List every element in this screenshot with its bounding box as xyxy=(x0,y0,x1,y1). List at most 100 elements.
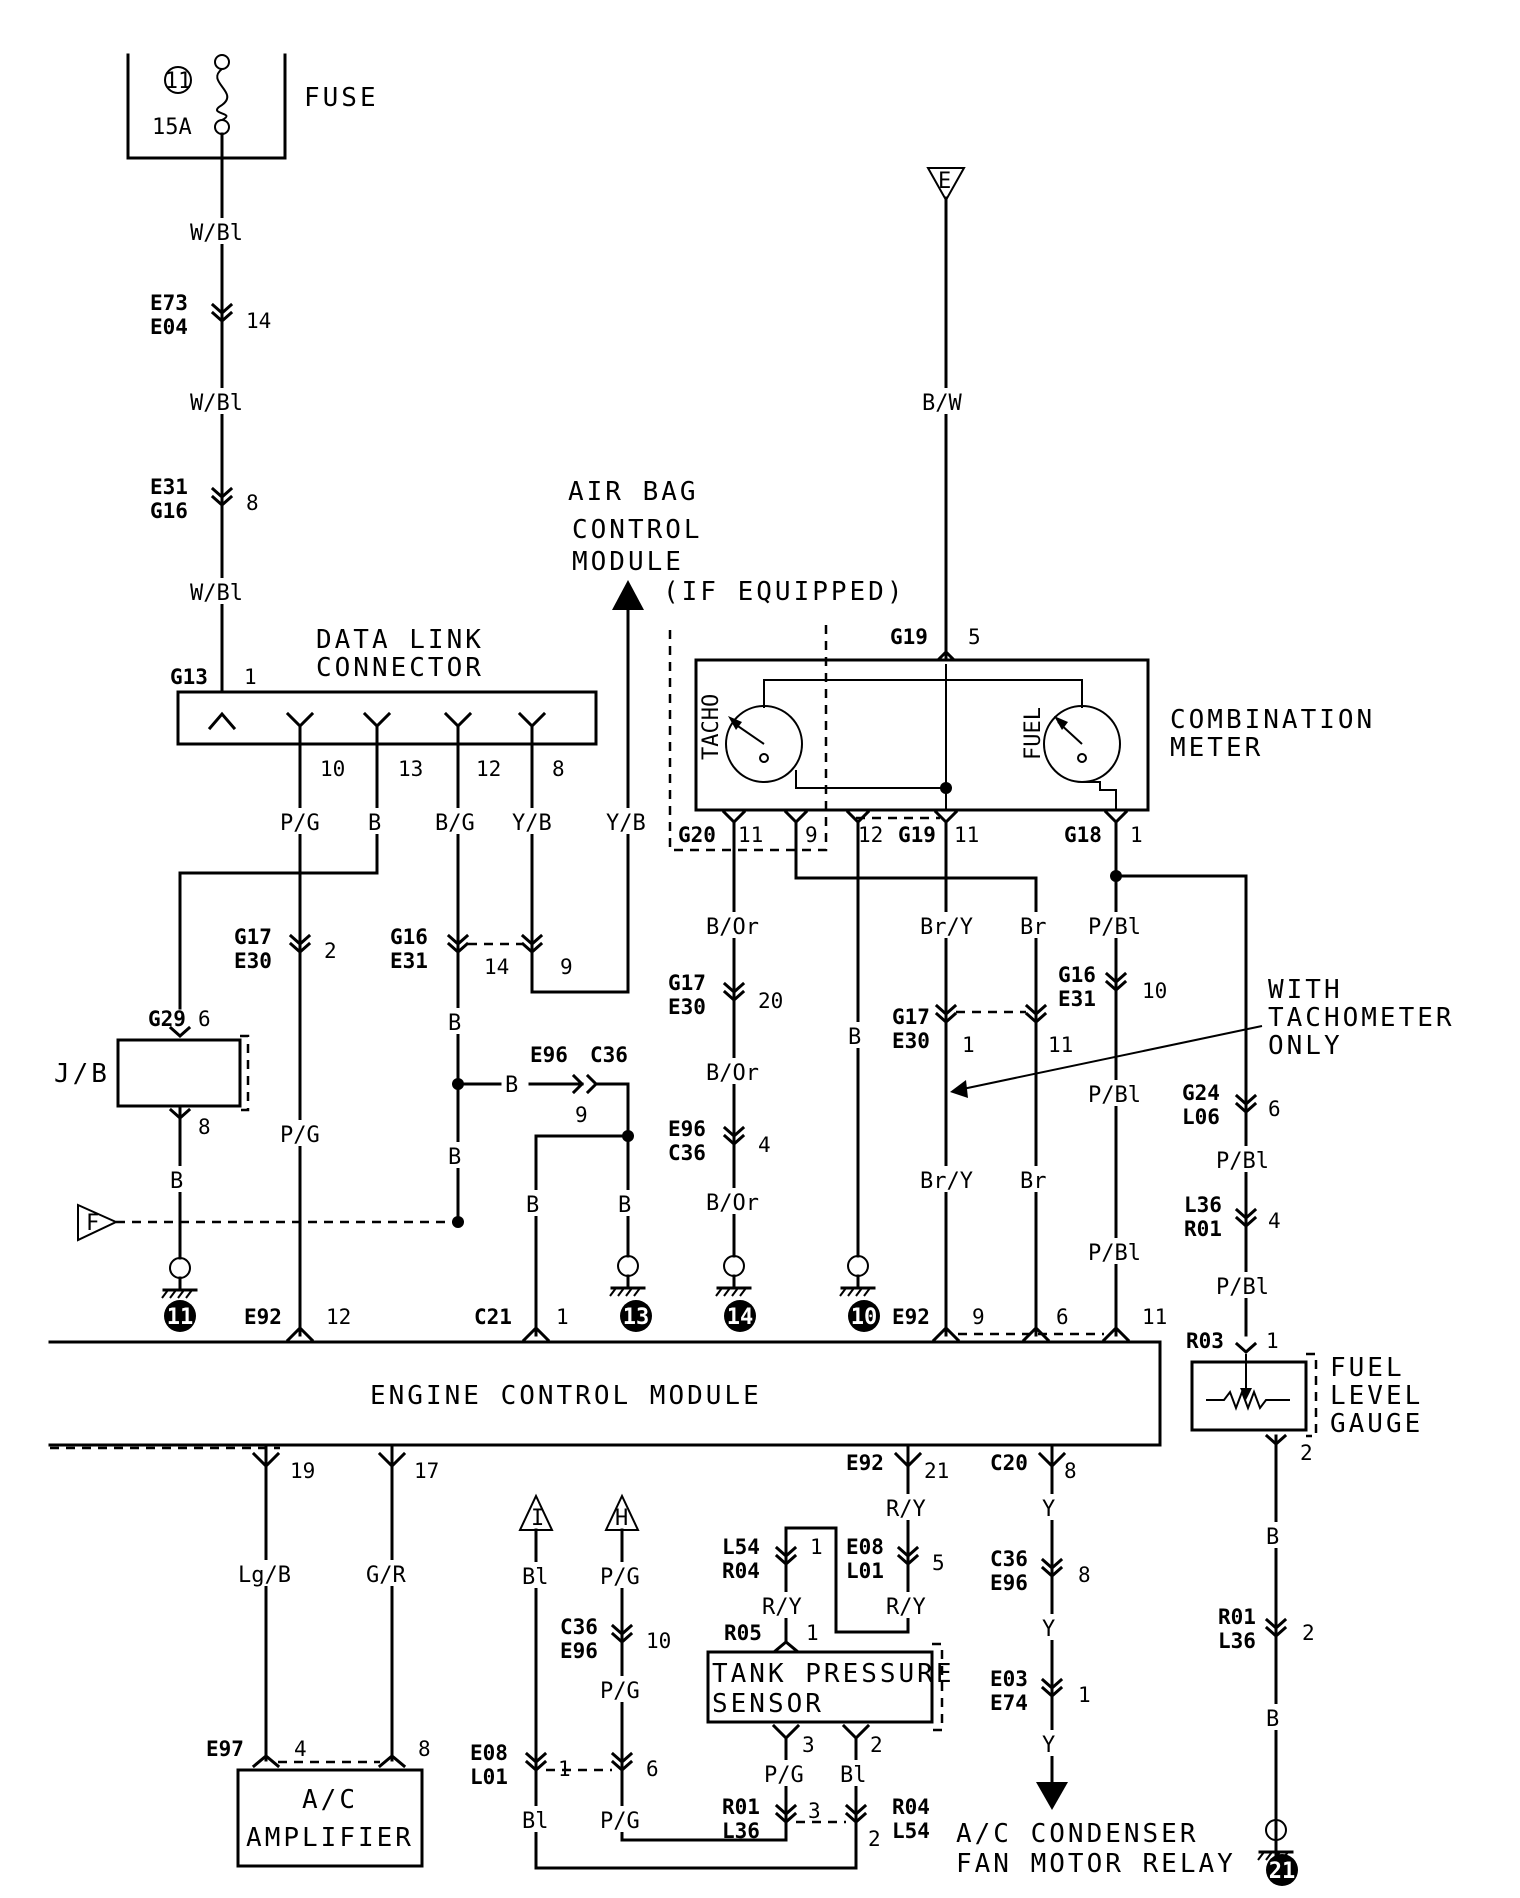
data-link-connector: DATA LINK CONNECTOR G13 1 10 13 12 8 xyxy=(170,625,598,781)
wire-label: B xyxy=(448,1145,461,1170)
wire-label: P/G xyxy=(280,1123,320,1148)
wire-label: B/Or xyxy=(706,1191,759,1216)
pin-number: 8 xyxy=(198,1115,211,1139)
pin-number: 10 xyxy=(646,1629,671,1653)
wire-label: Br xyxy=(1020,1169,1047,1194)
pin-number: 6 xyxy=(1268,1097,1281,1121)
pin-number: 12 xyxy=(858,823,883,847)
relay-label: FAN MOTOR RELAY xyxy=(956,1849,1236,1879)
pin-number: 8 xyxy=(1064,1459,1077,1483)
wire-label: Br xyxy=(1020,915,1047,940)
wire-label: Lg/B xyxy=(238,1563,291,1588)
wire-label: P/G xyxy=(600,1679,640,1704)
pin-number: 2 xyxy=(1302,1621,1315,1645)
offpage-label: F xyxy=(86,1211,99,1236)
connector-id: E04 xyxy=(150,315,188,339)
pin-number: 2 xyxy=(324,939,337,963)
connector-id: G24 xyxy=(1182,1081,1220,1105)
pin-number: 1 xyxy=(810,1535,823,1559)
wire-label: Bl xyxy=(522,1809,549,1834)
wire-label: B/G xyxy=(435,811,475,836)
pin-number: 1 xyxy=(556,1305,569,1329)
pin-number: 17 xyxy=(414,1459,439,1483)
connector-id: E96 xyxy=(560,1639,598,1663)
ac-amplifier: E97 4 8 A/C AMPLIFIER xyxy=(206,1737,431,1868)
connector-id: E31 xyxy=(390,949,428,973)
airbag-label: MODULE xyxy=(572,547,684,577)
pin-number: 8 xyxy=(418,1737,431,1761)
pin-number: 8 xyxy=(552,757,565,781)
connector-id: R04 xyxy=(722,1559,760,1583)
airbag-label: AIR BAG xyxy=(568,477,699,507)
wire-label: B xyxy=(505,1073,518,1098)
offpage-f-icon xyxy=(77,1203,119,1242)
connector-id: G16 xyxy=(390,925,428,949)
wire-label: W/Bl xyxy=(190,391,243,416)
ac-condenser-fan-motor-relay: A/C CONDENSER FAN MOTOR RELAY xyxy=(956,1819,1236,1879)
tach-note: WITH xyxy=(1268,975,1343,1005)
connector-id: E08 xyxy=(470,1741,508,1765)
wire-label: P/G xyxy=(600,1565,640,1590)
dlc-label: CONNECTOR xyxy=(316,653,484,683)
pin-number: 3 xyxy=(808,1799,821,1823)
wire-label: W/Bl xyxy=(190,581,243,606)
ground-number: 10 xyxy=(851,1305,878,1330)
connector-id: G20 xyxy=(678,823,716,847)
wire-label: Y xyxy=(1042,1733,1055,1758)
offpage-label: H xyxy=(615,1506,628,1531)
wire-label: G/R xyxy=(366,1563,406,1588)
connector-id: G18 xyxy=(1064,823,1102,847)
wire-label: R/Y xyxy=(762,1595,802,1620)
pin-number: 14 xyxy=(484,955,509,979)
tach-note: ONLY xyxy=(1268,1031,1343,1061)
pin-number: 2 xyxy=(870,1733,883,1757)
wire-label: B/Or xyxy=(706,1061,759,1086)
connector-id: C36 xyxy=(990,1547,1028,1571)
connector-id: E96 xyxy=(990,1571,1028,1595)
wire-label: P/Bl xyxy=(1088,1083,1141,1108)
fuse-number: 11 xyxy=(165,69,192,94)
wire-label: Y xyxy=(1042,1617,1055,1642)
pin-number: 13 xyxy=(398,757,423,781)
ground-10-icon xyxy=(848,1300,880,1332)
connector-id: G19 xyxy=(898,823,936,847)
connector-id: G29 xyxy=(148,1007,186,1031)
wire-label: R/Y xyxy=(886,1497,926,1522)
connector-id: G19 xyxy=(890,625,928,649)
wire-label: B/Or xyxy=(706,915,759,940)
pin-number: 2 xyxy=(868,1827,881,1851)
connector-id: L36 xyxy=(1218,1629,1256,1653)
connector-id: E74 xyxy=(990,1691,1028,1715)
pin-number: 9 xyxy=(972,1305,985,1329)
connector-id: E96 xyxy=(668,1117,706,1141)
connector-id: E30 xyxy=(668,995,706,1019)
meter-label: COMBINATION xyxy=(1170,705,1375,735)
pin-number: 12 xyxy=(476,757,501,781)
ground-number: 11 xyxy=(167,1305,194,1330)
pin-number: 6 xyxy=(1056,1305,1069,1329)
wire-label: P/Bl xyxy=(1216,1149,1269,1174)
gauge-label: LEVEL xyxy=(1330,1381,1423,1411)
ac-amp-label: A/C xyxy=(302,1785,358,1815)
connector-id: R04 xyxy=(892,1795,930,1819)
connector-id: L36 xyxy=(722,1819,760,1843)
pin-number: 3 xyxy=(802,1733,815,1757)
ground-14-icon xyxy=(724,1300,756,1332)
connector-id: R03 xyxy=(1186,1329,1224,1353)
wire-label: P/Bl xyxy=(1216,1275,1269,1300)
pin-number: 11 xyxy=(1142,1305,1167,1329)
gauge-label: GAUGE xyxy=(1330,1409,1423,1439)
fuel-label: FUEL xyxy=(1021,707,1046,760)
wire-label: P/Bl xyxy=(1088,1241,1141,1266)
pin-number: 8 xyxy=(246,491,259,515)
connector-id: R01 xyxy=(1184,1217,1222,1241)
pin-number: 2 xyxy=(1300,1441,1313,1465)
pin-number: 1 xyxy=(806,1621,819,1645)
connector-id: E31 xyxy=(150,475,188,499)
offpage-e-icon xyxy=(926,167,966,203)
connector-id: C36 xyxy=(560,1615,598,1639)
connector-id: R01 xyxy=(722,1795,760,1819)
wire-label: W/Bl xyxy=(190,221,243,246)
connector-id: R01 xyxy=(1218,1605,1256,1629)
